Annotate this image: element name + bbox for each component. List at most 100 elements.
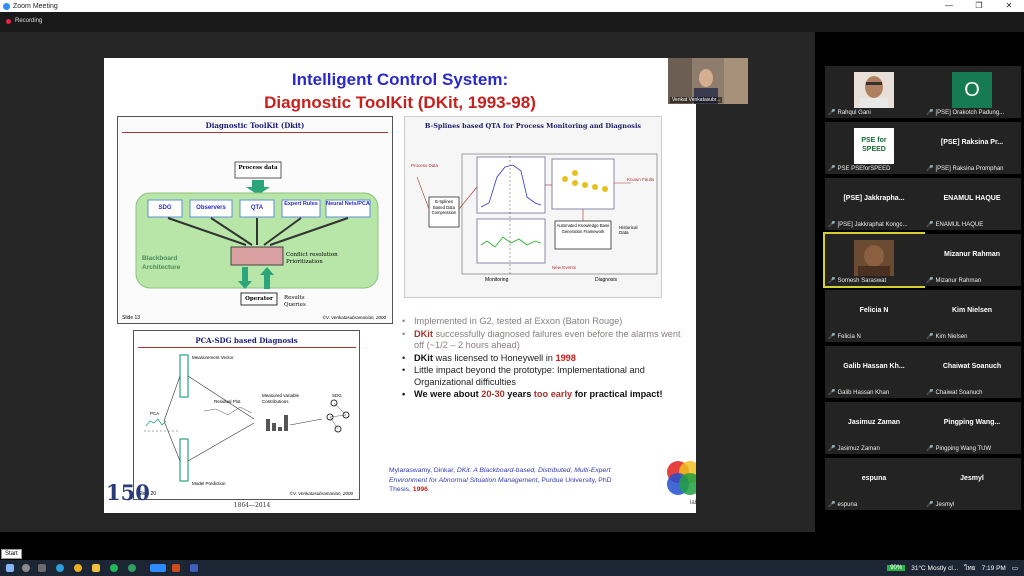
new-events-label: New Events — [552, 265, 577, 270]
zoom-taskbar-icon[interactable] — [150, 564, 166, 572]
bullet-1: Implemented in G2, tested at Exxon (Bato… — [400, 316, 690, 328]
purdue-150-years: 1864—2014 — [233, 502, 271, 509]
dkit-diagram-title: Diagnostic ToolKit (Dkit) — [205, 121, 305, 130]
zoom-logo-icon — [3, 2, 10, 10]
diagnosis-label: Diagnosis — [595, 277, 617, 283]
participant-tile[interactable]: espuna 🎤espuna — [825, 458, 923, 510]
module-sdg: SDG — [158, 205, 172, 211]
conflict-label: Conflict resolution Prioritization — [286, 252, 338, 265]
bullet-list: Implemented in G2, tested at Exxon (Bato… — [400, 316, 690, 402]
pca-credit: ©V. Venkatasubramanian, 2000 — [289, 491, 353, 496]
app-icon[interactable] — [190, 564, 198, 572]
pca-sdg-diagram: PCA-SDG based Diagnosis Measuremen — [133, 330, 360, 500]
speaker-video-thumbnail[interactable]: Venkat Venkatasubr... — [668, 58, 748, 104]
participant-tile[interactable]: ENAMUL HAQUE 🎤ENAMUL HAQUE — [923, 178, 1021, 230]
slide-title-line1: Intelligent Control System: — [291, 70, 509, 89]
window-title: Zoom Meeting — [13, 2, 58, 10]
participant-photo — [854, 72, 894, 108]
mic-muted-icon: 🎤 — [828, 110, 836, 116]
citation: Mylaraswamy, Dinkar, DKit: A Blackboard-… — [389, 467, 612, 493]
close-button[interactable]: ✕ — [1005, 1, 1013, 10]
dkit-slide-number: Slide 13 — [122, 315, 141, 321]
bspline-diagram-title: B-Splines based QTA for Process Monitori… — [424, 122, 642, 130]
operator-box: Operator — [245, 296, 273, 302]
mic-muted-icon: 🎤 — [828, 446, 836, 452]
participant-tile[interactable]: Jasimuz Zaman 🎤Jasimuz Zaman — [825, 402, 923, 454]
module-qta: QTA — [250, 205, 264, 211]
participant-tile[interactable]: [PSE] Jakkrapha... 🎤[PSE] Jakkraphat Kon… — [825, 178, 923, 230]
search-icon[interactable] — [22, 564, 30, 572]
bspline-compression-box: B-Splines Based Data Compression — [431, 199, 457, 215]
battery-indicator[interactable]: 90% — [887, 565, 906, 571]
participant-tile[interactable]: PSE for SPEED 🎤PSE PSEforSPEED — [825, 122, 923, 174]
module-expert-rules: Expert Rules — [284, 201, 318, 207]
mic-muted-icon: 🎤 — [926, 502, 934, 508]
mic-muted-icon: 🎤 — [828, 334, 836, 340]
blackboard-label: Blackboard Architecture — [142, 255, 181, 271]
purdue-150-logo: 150 — [106, 480, 150, 505]
mic-muted-icon: 🎤 — [828, 390, 836, 396]
participant-tile[interactable]: Felicia N 🎤Felicia N — [825, 290, 923, 342]
participant-initial-avatar: O — [952, 72, 992, 108]
bullet-4: Little impact beyond the prototype: Impl… — [400, 365, 690, 388]
windows-taskbar: 90% 31°C Mostly cl... ไทย 7:19 PM ▭ — [0, 560, 1024, 576]
explorer-icon[interactable] — [92, 564, 100, 572]
chrome-icon[interactable] — [74, 564, 82, 572]
task-view-icon[interactable] — [38, 564, 46, 572]
spotify-icon[interactable] — [110, 564, 118, 572]
participant-tile[interactable]: [PSE] Raksina Pr... 🎤[PSE] Raksina Promp… — [923, 122, 1021, 174]
participant-tile[interactable]: Galib Hassan Kh... 🎤Galib Hassan Khan — [825, 346, 923, 398]
weather-widget[interactable]: 31°C Mostly cl... — [911, 564, 959, 572]
speaker-name: Venkat Venkatasubr... — [670, 97, 723, 103]
bullet-5: We were about 20-30 years too early for … — [400, 389, 690, 401]
participant-tile[interactable]: O 🎤[PSE] Orakotch Padung... — [923, 66, 1021, 118]
results-label: Results Queries — [284, 295, 306, 308]
recording-dot-icon — [6, 18, 11, 24]
chrome-2-icon[interactable] — [128, 564, 136, 572]
notification-icon[interactable]: ▭ — [1011, 565, 1018, 572]
mic-muted-icon: 🎤 — [926, 334, 934, 340]
presentation-slide: Intelligent Control System: Diagnostic T… — [104, 58, 696, 513]
meeting-top-bar: Recording — [0, 12, 1024, 32]
minimize-button[interactable]: — — [945, 1, 953, 10]
mic-muted-icon: 🎤 — [828, 278, 836, 284]
mic-muted-icon: 🎤 — [926, 446, 934, 452]
contributions-label: Measured variable Contributions — [262, 393, 300, 404]
edge-icon[interactable] — [56, 564, 64, 572]
mic-muted-icon: 🎤 — [828, 166, 836, 172]
powerpoint-icon[interactable] — [172, 564, 180, 572]
dkit-diagram: Diagnostic ToolKit (Dkit) Process data S… — [117, 116, 393, 324]
participant-tile[interactable]: Mizanur Rahman 🎤Mizanur Rahman — [923, 234, 1021, 286]
clock[interactable]: 7:19 PM — [981, 564, 1006, 572]
speaker-avatar — [668, 58, 748, 104]
lab-logo-icon — [667, 461, 696, 495]
participant-tile-active-speaker[interactable]: 🎤Somesh Saraswat — [823, 232, 925, 288]
maximize-button[interactable]: ❐ — [975, 1, 983, 10]
participant-tile[interactable]: Pingping Wang... 🎤Pingping Wang TUW — [923, 402, 1021, 454]
mic-muted-icon: 🎤 — [926, 390, 934, 396]
kb-framework-box: Automated Knowledge Base Generation Fram… — [556, 223, 610, 234]
windows-start-icon[interactable] — [6, 564, 14, 572]
mic-muted-icon: 🎤 — [926, 278, 934, 284]
bspline-diagram: B-Splines based QTA for Process Monitori… — [404, 116, 662, 298]
participant-tile[interactable]: Kim Nielsen 🎤Kim Nielsen — [923, 290, 1021, 342]
mic-muted-icon: 🎤 — [926, 110, 934, 116]
recording-label: Recording — [15, 18, 43, 24]
participant-tile[interactable]: Jesmyl 🎤Jesmyl — [923, 458, 1021, 510]
slide-title-line2: Diagnostic ToolKit (DKit, 1993-98) — [264, 93, 536, 112]
pca-slide-number: Slide 20 — [138, 491, 157, 497]
participant-tile[interactable]: Chaiwat Soanuch 🎤Chaiwat Soanuch — [923, 346, 1021, 398]
measurement-vector-label: Measurement Vector — [192, 355, 234, 360]
residual-plot-label: Residual Plot — [214, 399, 241, 404]
language-indicator[interactable]: ไทย — [964, 565, 976, 572]
recording-indicator[interactable]: Recording — [6, 18, 42, 24]
mic-muted-icon: 🎤 — [828, 502, 836, 508]
psespeed-logo: PSE for SPEED — [854, 128, 894, 164]
process-data-box: Process data — [238, 165, 278, 171]
pca-label: PCA — [150, 411, 160, 416]
sdg-label: SDG — [332, 393, 342, 398]
participant-tile[interactable]: 🎤Rahqul Gani — [825, 66, 923, 118]
mic-muted-icon: 🎤 — [828, 222, 836, 228]
bspline-process-data: Process Data — [411, 163, 439, 168]
module-observers: Observers — [196, 205, 226, 211]
